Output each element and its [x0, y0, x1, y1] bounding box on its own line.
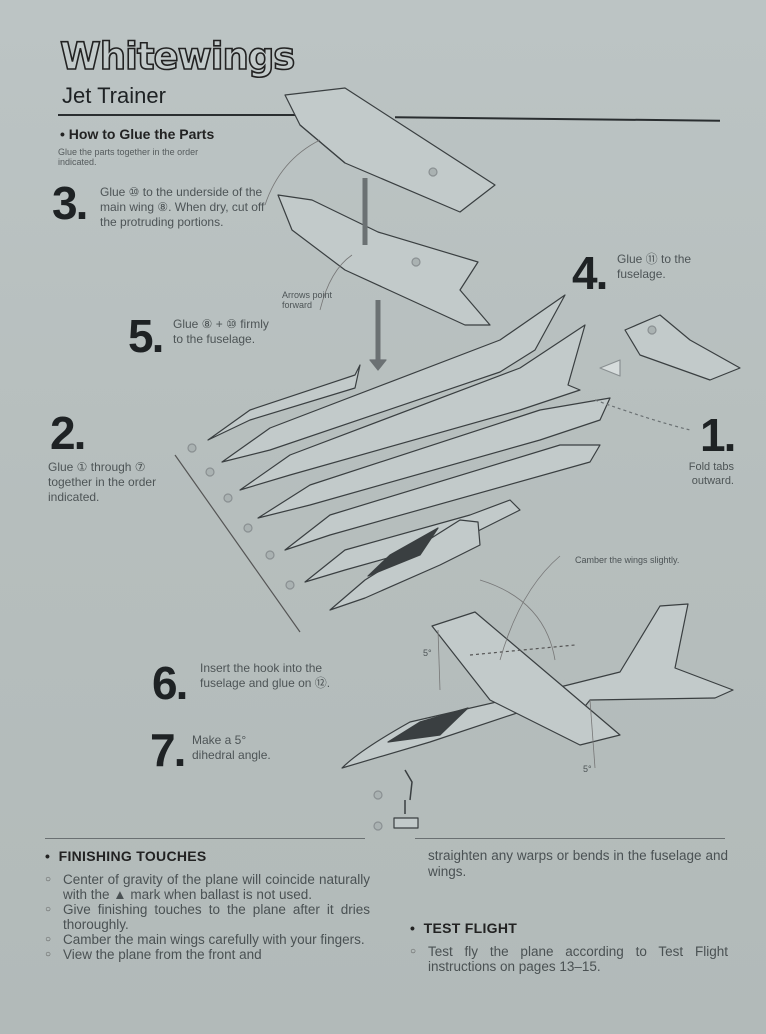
- step-4-number: 4.: [572, 247, 608, 299]
- header-rule-left: [58, 114, 298, 116]
- step-6-text: Insert the hook into the fuselage and gl…: [200, 661, 331, 690]
- fuselage-layer-5: [284, 444, 601, 551]
- step-2-text: Glue ① through ⑦ together in the order i…: [48, 460, 157, 504]
- list-item: Test fly the plane according to Test Fli…: [410, 944, 728, 974]
- fuselage-layer-3: [239, 324, 586, 491]
- finishing-heading: • FINISHING TOUCHES: [45, 848, 207, 864]
- fuselage-layer-1: [207, 364, 361, 441]
- list-item: View the plane from the front and: [45, 947, 370, 962]
- list-item: Center of gravity of the plane will coin…: [45, 872, 370, 902]
- glue-section-subtitle: Glue the parts together in the order ind…: [58, 147, 199, 167]
- step-7-number: 7.: [150, 724, 186, 776]
- step-3-text: Glue ⑩ to the underside of the main wing…: [100, 185, 265, 229]
- arrows-forward-note: Arrows point forward: [282, 290, 333, 310]
- test-flight-list: Test fly the plane according to Test Fli…: [410, 944, 728, 974]
- bullet-dot-icon: •: [410, 920, 424, 936]
- step-4-text: Glue ⑪ to the fuselage.: [617, 252, 692, 281]
- lower-wing-part: [277, 194, 491, 326]
- canopy-part: [367, 527, 439, 577]
- finishing-continued: straighten any warps or bends in the fus…: [428, 848, 728, 879]
- main-wing-part: [284, 87, 496, 213]
- brand-logo: Whitewings: [59, 35, 296, 78]
- list-item: Give finishing touches to the plane afte…: [45, 902, 370, 932]
- step-6-number: 6.: [152, 657, 188, 709]
- fuselage-layer-4: [257, 397, 611, 519]
- bullet-dot-icon: •: [45, 848, 59, 864]
- fuselage-layer-2: [221, 294, 566, 463]
- camber-note: Camber the wings slightly.: [575, 555, 680, 565]
- angle-left-label: 5°: [423, 648, 432, 658]
- test-flight-heading: • TEST FLIGHT: [410, 920, 518, 936]
- tail-part: [624, 314, 741, 381]
- list-item: Camber the main wings carefully with you…: [45, 932, 370, 947]
- divider-left: [45, 838, 365, 839]
- divider-right: [415, 838, 725, 839]
- glue-section-heading: • How to Glue the Parts: [60, 126, 215, 142]
- step-1-text: Fold tabs outward.: [688, 461, 734, 487]
- step-2-number: 2.: [50, 407, 86, 459]
- bullet-dot-icon: •: [60, 126, 69, 142]
- step-3-number: 3.: [52, 177, 88, 229]
- step-5-text: Glue ⑧ + ⑩ firmly to the fuselage.: [173, 317, 269, 346]
- finishing-list: Center of gravity of the plane will coin…: [45, 872, 370, 962]
- step-1-number: 1.: [700, 409, 736, 461]
- step-5-number: 5.: [128, 310, 164, 362]
- model-title: Jet Trainer: [62, 83, 166, 108]
- step-7-text: Make a 5° dihedral angle.: [192, 733, 271, 762]
- angle-right-label: 5°: [583, 764, 592, 774]
